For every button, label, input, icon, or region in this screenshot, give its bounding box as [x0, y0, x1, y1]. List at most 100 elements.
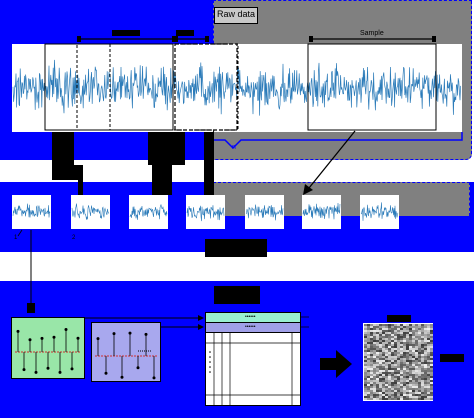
noise-pixel: [421, 342, 424, 344]
noise-pixel: [403, 358, 406, 360]
raw-data-label-box: [214, 7, 258, 24]
noise-pixel: [418, 354, 421, 356]
lavender-stem-plot-stem-dot-8: [152, 376, 156, 380]
noise-pixel: [427, 348, 430, 350]
green-to-matrix-head: [198, 315, 204, 321]
matrix-vdot-4: [209, 366, 211, 368]
noise-pixel: [409, 334, 412, 336]
noise-pixel: [415, 372, 418, 374]
noise-pixel: [400, 326, 403, 328]
noise-pixel: [397, 366, 400, 368]
noise-pixel: [412, 382, 415, 384]
noise-pixel: [403, 356, 406, 358]
noise-pixel: [376, 376, 379, 378]
window-box-last: [174, 43, 238, 131]
noise-pixel: [430, 330, 433, 332]
noise-pixel: [385, 352, 388, 354]
noise-pixel: [379, 342, 382, 344]
noise-pixel: [412, 326, 415, 328]
noise-pixel: [394, 378, 397, 380]
noise-pixel: [403, 390, 406, 392]
noise-pixel: [418, 360, 421, 362]
noise-pixel: [394, 394, 397, 396]
noise-pixel: [391, 388, 394, 390]
noise-pixel: [397, 364, 400, 366]
noise-pixel: [379, 392, 382, 394]
noise-pixel: [391, 340, 394, 342]
green-stem-plot-stem-dot-2: [22, 368, 26, 372]
noise-pixel: [412, 368, 415, 370]
matrix-row-1-dots: ••••••: [245, 314, 256, 320]
noise-pixel: [403, 350, 406, 352]
noise-pixel: [379, 344, 382, 346]
noise-pixel: [394, 370, 397, 372]
noise-pixel: [400, 392, 403, 394]
green-stem-plot-stem-dot-1: [16, 329, 20, 333]
noise-pixel: [400, 360, 403, 362]
noise-pixel: [373, 388, 376, 390]
noise-pixel: [388, 386, 391, 388]
noise-pixel: [427, 388, 430, 390]
noise-pixel: [379, 394, 382, 396]
noise-pixel: [430, 376, 433, 378]
noise-pixel: [427, 340, 430, 342]
right-arrow-icon: [320, 350, 352, 378]
noise-pixel: [394, 396, 397, 398]
noise-pixel: [412, 388, 415, 390]
noise-pixel: [412, 384, 415, 386]
window-index-1: 1: [14, 235, 18, 241]
noise-pixel: [424, 390, 427, 392]
noise-pixel: [415, 358, 418, 360]
noise-pixel: [388, 350, 391, 352]
noise-pixel: [394, 330, 397, 332]
noise-pixel: [388, 348, 391, 350]
noise-pixel: [379, 386, 382, 388]
window-thumbnail-signal-3: [129, 204, 168, 220]
noise-pixel: [364, 372, 367, 374]
noise-pixel: [382, 372, 385, 374]
noise-pixel: [376, 330, 379, 332]
noise-pixel: [397, 368, 400, 370]
noise-pixel: [367, 392, 370, 394]
noise-pixel: [424, 376, 427, 378]
noise-pixel: [379, 382, 382, 384]
noise-pixel: [385, 326, 388, 328]
noise-pixel: [385, 336, 388, 338]
n-brace: [11, 132, 463, 150]
noise-pixel: [427, 366, 430, 368]
noise-pixel: [409, 356, 412, 358]
noise-pixel: [370, 394, 373, 396]
noise-pixel: [424, 364, 427, 366]
noise-pixel: [415, 326, 418, 328]
noise-pixel: [388, 330, 391, 332]
noise-pixel: [424, 350, 427, 352]
noise-pixel: [421, 366, 424, 368]
noise-pixel: [400, 334, 403, 336]
noise-pixel: [406, 330, 409, 332]
noise-pixel: [382, 384, 385, 386]
noise-pixel: [391, 350, 394, 352]
noise-pixel: [373, 352, 376, 354]
noise-pixel: [400, 384, 403, 386]
noise-pixel: [427, 356, 430, 358]
noise-pixel: [409, 340, 412, 342]
noise-pixel: [415, 346, 418, 348]
noise-pixel: [376, 360, 379, 362]
noise-pixel: [379, 356, 382, 358]
noise-pixel: [418, 328, 421, 330]
noise-pixel: [388, 342, 391, 344]
noise-pixel: [418, 372, 421, 374]
noise-pixel: [406, 332, 409, 334]
noise-pixel: [430, 352, 433, 354]
noise-pixel: [367, 344, 370, 346]
noise-pixel: [421, 338, 424, 340]
noise-pixel: [403, 374, 406, 376]
lavender-stem-plot-stem-dot-2: [104, 371, 108, 375]
noise-pixel: [379, 362, 382, 364]
noise-pixel: [364, 366, 367, 368]
noise-pixel: [376, 396, 379, 398]
noise-pixel: [412, 336, 415, 338]
noise-pixel: [397, 378, 400, 380]
noise-pixel: [424, 380, 427, 382]
noise-pixel: [379, 396, 382, 398]
